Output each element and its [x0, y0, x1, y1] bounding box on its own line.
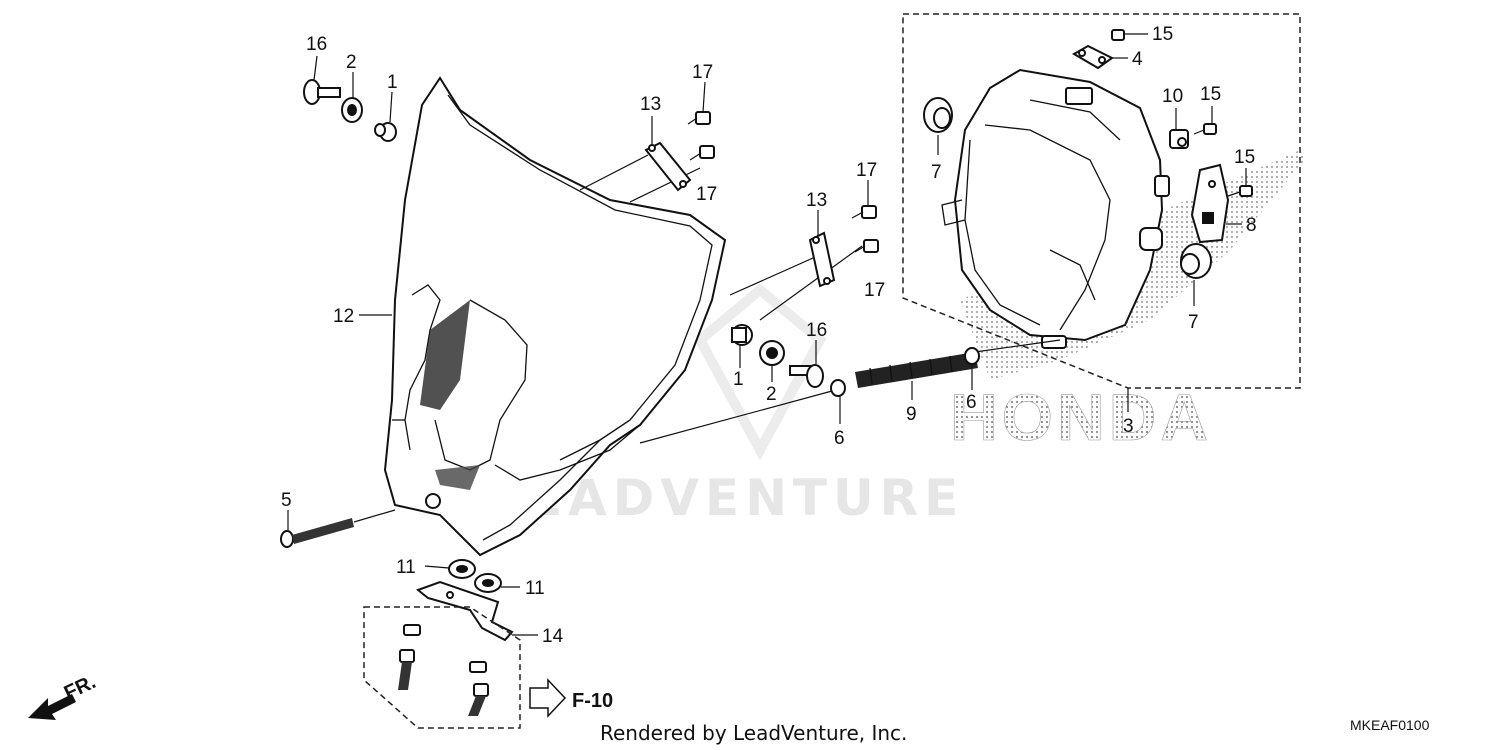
bracket-8	[1190, 163, 1242, 244]
diagram-code: MKEAF0100	[1350, 717, 1430, 733]
reference-arrow-icon	[529, 678, 567, 718]
callout-9: 9	[906, 404, 917, 425]
screw-17-a	[687, 111, 711, 125]
headlight-assembly-box	[902, 13, 1301, 389]
callout-11-right: 11	[525, 578, 545, 599]
callout-10: 10	[1162, 86, 1183, 107]
callout-15-top: 15	[1152, 24, 1173, 45]
grommet-7-right	[1180, 243, 1212, 279]
callout-17-d: 17	[864, 280, 885, 301]
headlight-cover-plate	[383, 76, 727, 557]
footer-credit: Rendered by LeadVenture, Inc.	[600, 721, 907, 745]
callout-16-middle: 16	[806, 320, 827, 341]
plate-4	[1072, 44, 1128, 70]
callout-13-upper: 13	[640, 94, 661, 115]
grommet-2-top	[341, 97, 363, 123]
callout-labels: 16 2 1 13 17 17 13 17 17 12 16 1 2 6 9 6…	[281, 24, 1257, 647]
spring-9	[855, 352, 978, 388]
clip-10	[1169, 129, 1189, 149]
callout-17-c: 17	[856, 160, 877, 181]
callout-leaders	[287, 55, 1247, 636]
callout-2-middle: 2	[766, 384, 777, 405]
callout-2-top: 2	[346, 52, 357, 73]
front-direction-indicator: FR.	[28, 671, 99, 720]
callout-15-mid: 15	[1200, 84, 1221, 105]
callout-14: 14	[542, 626, 564, 647]
collar-1-middle	[731, 324, 753, 346]
callout-17-b: 17	[696, 184, 717, 205]
callout-8: 8	[1246, 215, 1257, 236]
honda-watermark-text: HONDA	[950, 380, 1212, 454]
callout-1-top: 1	[387, 72, 398, 93]
grommet-7-left	[923, 97, 953, 133]
bolt-5	[280, 509, 396, 548]
callout-16-top: 16	[306, 34, 327, 55]
section-reference: F-10	[529, 678, 613, 718]
callout-1-middle: 1	[733, 369, 744, 390]
callout-6-left: 6	[834, 428, 845, 449]
fastener-group-box	[363, 606, 521, 729]
front-arrow-icon	[28, 694, 76, 720]
grommet-2-middle	[759, 340, 785, 366]
grommet-11-left	[448, 559, 476, 579]
callout-7-right: 7	[1188, 312, 1199, 333]
headlight-unit	[941, 68, 1170, 349]
callout-6-right: 6	[966, 392, 977, 413]
callout-17-a: 17	[692, 62, 713, 83]
callout-13-lower: 13	[806, 190, 827, 211]
callout-4: 4	[1132, 49, 1143, 70]
screw-17-d	[854, 239, 879, 253]
screw-15-mid	[1193, 123, 1217, 135]
callout-3: 3	[1123, 416, 1134, 437]
assembly-leaders	[579, 154, 1061, 444]
callout-12: 12	[333, 306, 354, 327]
bolt-16-top	[303, 79, 341, 105]
callout-11-left: 11	[396, 557, 416, 578]
screw-15-top	[1111, 29, 1148, 41]
screw-17-b	[689, 145, 715, 161]
collar-1-top	[374, 122, 397, 142]
washer-6-left	[830, 379, 846, 397]
callout-5: 5	[281, 490, 292, 511]
bracket-14	[415, 580, 514, 642]
callout-7-left: 7	[931, 162, 942, 183]
section-reference-label: F-10	[572, 690, 613, 712]
callout-15-right: 15	[1234, 147, 1255, 168]
washer-6-right	[964, 347, 980, 365]
grommet-11-right	[474, 573, 502, 593]
bolt-16-middle	[789, 364, 824, 388]
link-plate-13-lower	[808, 231, 836, 288]
screw-17-c	[851, 205, 877, 219]
